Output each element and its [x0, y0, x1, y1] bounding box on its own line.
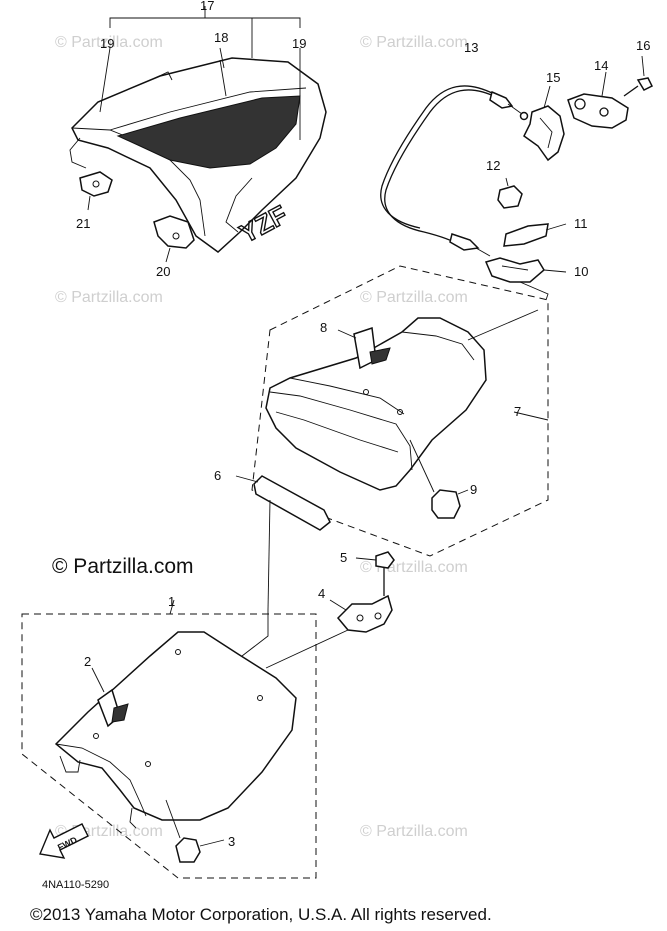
- tab-2: [91, 667, 129, 728]
- rear-seat-group-outline: [251, 265, 549, 557]
- watermark-main: © Partzilla.com: [52, 555, 194, 578]
- lock-assembly-14: [567, 71, 629, 129]
- callout-21: 21: [76, 216, 90, 231]
- callout-5: 5: [340, 550, 347, 565]
- watermark: © Partzilla.com: [360, 34, 468, 51]
- callout-15: 15: [546, 70, 560, 85]
- bolt-16: [623, 55, 654, 97]
- watermark-group: © Partzilla.com © Partzilla.com © Partzi…: [52, 34, 468, 840]
- bolt-5: [355, 551, 395, 596]
- callout-labels: 17 18 19 19 21 20 13 16 14 15 12 11 10 8…: [76, 0, 650, 849]
- callout-13: 13: [464, 40, 478, 55]
- callout-14: 14: [594, 58, 608, 73]
- bumper-3: [165, 799, 225, 863]
- seat-lock-cable: [380, 85, 529, 257]
- rear-seat-7: [265, 309, 539, 491]
- copyright-notice: ©2013 Yamaha Motor Corporation, U.S.A. A…: [30, 905, 492, 924]
- watermark: © Partzilla.com: [360, 823, 468, 840]
- front-seat-1: [54, 631, 297, 829]
- callout-9: 9: [470, 482, 477, 497]
- front-seat-group-outline: [21, 613, 317, 879]
- callout-2: 2: [84, 654, 91, 669]
- catch-10: [484, 257, 567, 301]
- lock-bracket-15: [523, 85, 565, 162]
- plate-11: [503, 223, 567, 247]
- callout-19: 19: [292, 36, 306, 51]
- callout-17: 17: [200, 0, 214, 13]
- callout-10: 10: [574, 264, 588, 279]
- callout-16: 16: [636, 38, 650, 53]
- callout-12: 12: [486, 158, 500, 173]
- bumper-9: [409, 439, 469, 519]
- bracket-20: [153, 215, 195, 263]
- watermark: © Partzilla.com: [55, 34, 163, 51]
- nut-12: [497, 177, 523, 209]
- callout-8: 8: [320, 320, 327, 335]
- callout-7: 7: [514, 404, 521, 419]
- callout-1: 1: [168, 594, 175, 609]
- strip-6: [235, 475, 331, 657]
- callout-11: 11: [574, 216, 588, 231]
- callout-4: 4: [318, 586, 325, 601]
- watermark: © Partzilla.com: [360, 289, 468, 306]
- tab-8: [337, 326, 391, 370]
- watermark: © Partzilla.com: [55, 289, 163, 306]
- callout-20: 20: [156, 264, 170, 279]
- callout-3: 3: [228, 834, 235, 849]
- bracket-4: [265, 594, 393, 669]
- bracket-21: [79, 171, 113, 211]
- callout-6: 6: [214, 468, 221, 483]
- diagram-code: 4NA110-5290: [42, 879, 109, 891]
- seat-cowl-assembly: YZF: [69, 6, 327, 253]
- callout-19: 19: [100, 36, 114, 51]
- callout-18: 18: [214, 30, 228, 45]
